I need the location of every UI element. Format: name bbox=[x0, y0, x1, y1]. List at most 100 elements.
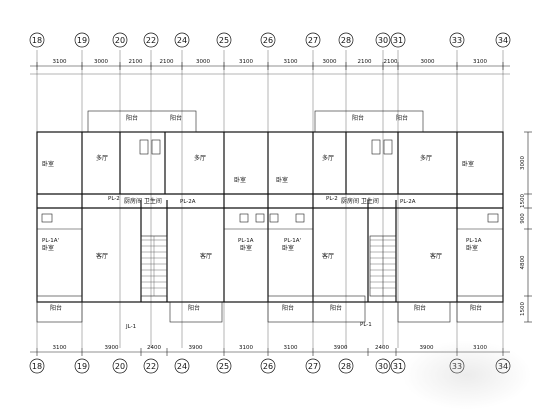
axis-number: 26 bbox=[263, 362, 273, 371]
room-label-bedroom: 卧室 bbox=[276, 176, 288, 184]
room-label-kitchen-toilet: 厨房间 卫生间 bbox=[124, 197, 162, 205]
dimensions-top: 3100 3000 2100 2100 3000 3100 3100 3000 2100 2100… bbox=[30, 59, 510, 75]
room-label-bedroom: 卧室 bbox=[234, 176, 246, 184]
axis-number: 30 bbox=[378, 36, 388, 45]
tag-jl1: JL-1 bbox=[125, 324, 136, 330]
axis-bubble bbox=[495, 32, 511, 48]
axis-number: 33 bbox=[452, 362, 462, 371]
axis-bubble bbox=[305, 358, 321, 374]
dimension-label: 1500 bbox=[520, 302, 526, 316]
tag-pl2a: PL-2A bbox=[400, 199, 416, 205]
axis-bubble bbox=[449, 358, 465, 374]
room-label-living-room: 客厅 bbox=[430, 252, 442, 260]
room-label-balcony: 阳台 bbox=[396, 114, 408, 122]
dimension-label: 3000 bbox=[94, 59, 108, 65]
dimension-label: 3100 bbox=[284, 59, 298, 65]
room-label-bedroom: 卧室 bbox=[240, 244, 252, 252]
room-label-balcony: 阳台 bbox=[170, 114, 182, 122]
tag-pl1a-prime: PL-1A' bbox=[284, 238, 301, 244]
room-label-balcony: 阳台 bbox=[330, 304, 342, 312]
room-label-multi-room: 多厅 bbox=[96, 154, 108, 162]
axis-bubble bbox=[216, 32, 232, 48]
dimension-label: 3000 bbox=[196, 59, 210, 65]
room-label-balcony: 阳台 bbox=[188, 304, 200, 312]
room-label-living-room: 客厅 bbox=[200, 252, 212, 260]
axis-number: 30 bbox=[378, 362, 388, 371]
axis-number: 24 bbox=[177, 362, 187, 371]
building-walls bbox=[36, 110, 504, 323]
room-label-bedroom: 卧室 bbox=[42, 160, 54, 168]
room-label-bedroom: 卧室 bbox=[466, 244, 478, 252]
axis-number: 24 bbox=[177, 36, 187, 45]
dimension-label: 900 bbox=[520, 213, 526, 224]
dimension-label: 3100 bbox=[473, 345, 487, 351]
room-label-multi-room: 多厅 bbox=[420, 154, 432, 162]
dimension-label: 2100 bbox=[129, 59, 143, 65]
dimension-label: 3000 bbox=[323, 59, 337, 65]
axis-number: 25 bbox=[219, 362, 229, 371]
stair-left bbox=[140, 235, 168, 297]
dimension-label: 2100 bbox=[384, 59, 398, 65]
axis-number: 26 bbox=[263, 36, 273, 45]
room-label-balcony: 阳台 bbox=[282, 304, 294, 312]
axis-number: 28 bbox=[341, 362, 351, 371]
axis-number: 22 bbox=[146, 36, 156, 45]
dimension-label: 3100 bbox=[239, 345, 253, 351]
pipe-tags: PL-2 PL-2A PL-2 PL-2A PL-1A' PL-1A PL-1A… bbox=[42, 196, 482, 330]
axis-bubble bbox=[338, 32, 354, 48]
axis-bubble bbox=[390, 32, 406, 48]
axis-number: 19 bbox=[77, 36, 87, 45]
room-label-balcony: 阳台 bbox=[470, 304, 482, 312]
axis-bubble bbox=[74, 358, 90, 374]
axis-number: 27 bbox=[308, 362, 318, 371]
axis-number: 28 bbox=[341, 36, 351, 45]
dimension-label: 2100 bbox=[160, 59, 174, 65]
dimension-label: 2400 bbox=[375, 345, 389, 351]
axis-grid-lines bbox=[36, 50, 504, 348]
dimension-label: 3100 bbox=[53, 59, 67, 65]
axis-bubble bbox=[112, 358, 128, 374]
axis-bubble bbox=[216, 358, 232, 374]
watermark-smudge bbox=[402, 340, 532, 410]
axis-bubble bbox=[390, 358, 406, 374]
room-label-balcony: 阳台 bbox=[414, 304, 426, 312]
dimension-label: 3900 bbox=[420, 345, 434, 351]
axis-bubble bbox=[174, 358, 190, 374]
dimension-label: 3100 bbox=[284, 345, 298, 351]
room-label-balcony: 阳台 bbox=[126, 114, 138, 122]
dimension-label: 3900 bbox=[105, 345, 119, 351]
axis-bubble bbox=[375, 32, 391, 48]
dimension-label: 3100 bbox=[239, 59, 253, 65]
axis-number: 25 bbox=[219, 36, 229, 45]
room-label-living-room: 客厅 bbox=[322, 252, 334, 260]
axis-bubble bbox=[338, 358, 354, 374]
room-label-kitchen-toilet: 厨房间 卫生间 bbox=[341, 197, 379, 205]
axis-bubble bbox=[449, 32, 465, 48]
axis-number: 18 bbox=[32, 362, 42, 371]
axis-bubble bbox=[174, 32, 190, 48]
dimension-label: 3100 bbox=[53, 345, 67, 351]
axis-number: 20 bbox=[115, 362, 125, 371]
stair-treads bbox=[141, 239, 396, 289]
room-label-bedroom: 卧室 bbox=[462, 160, 474, 168]
axis-number: 31 bbox=[393, 362, 403, 371]
dimensions-bottom: 3100390024003900310031003900240039003100 bbox=[30, 345, 510, 356]
tag-pl1a: PL-1A bbox=[466, 238, 482, 244]
axis-number: 20 bbox=[115, 36, 125, 45]
dimension-label: 3000 bbox=[421, 59, 435, 65]
axis-number: 18 bbox=[32, 36, 42, 45]
dimension-label: 3000 bbox=[520, 156, 526, 170]
room-label-bedroom: 卧室 bbox=[42, 244, 54, 252]
dimension-label: 3100 bbox=[473, 59, 487, 65]
tag-pl1a: PL-1A bbox=[238, 238, 254, 244]
room-label-balcony: 阳台 bbox=[352, 114, 364, 122]
dimension-label: 2400 bbox=[147, 345, 161, 351]
axis-bubble bbox=[29, 358, 45, 374]
axis-bubble bbox=[143, 32, 159, 48]
axis-number: 34 bbox=[498, 36, 508, 45]
tag-pl1a-prime: PL-1A' bbox=[42, 238, 59, 244]
axis-number: 22 bbox=[146, 362, 156, 371]
dimension-label: 2100 bbox=[358, 59, 372, 65]
